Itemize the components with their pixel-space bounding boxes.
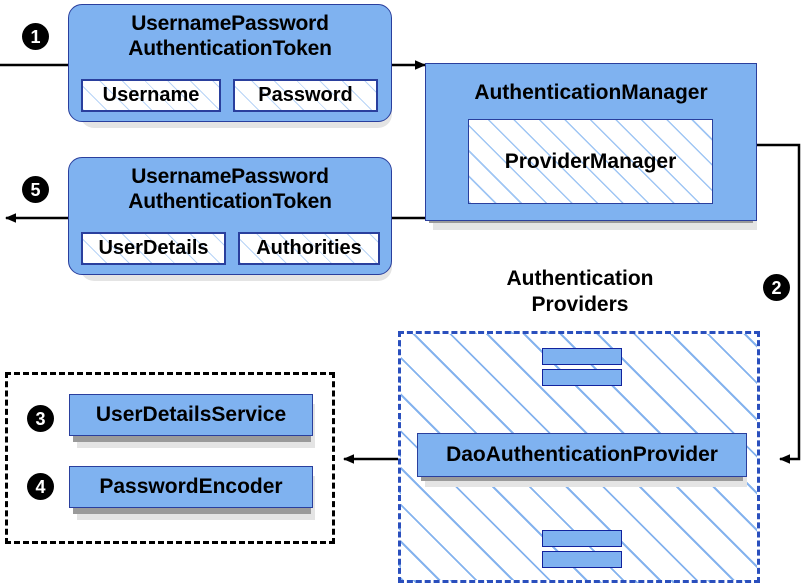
request-token-field-password: Password <box>233 79 378 112</box>
authentication-providers-caption-line2: Providers <box>531 293 629 316</box>
request-token-box: UsernamePassword AuthenticationToken Use… <box>68 4 392 122</box>
dao-authentication-provider-box: DaoAuthenticationProvider <box>417 433 747 477</box>
provider-manager-box: ProviderManager <box>468 119 713 204</box>
authentication-manager-box: AuthenticationManager ProviderManager <box>425 63 757 221</box>
passwordencoder-box: PasswordEncoder <box>69 466 313 508</box>
provider-bar-bottom-1 <box>542 530 622 547</box>
request-token-title-line1: UsernamePassword <box>131 12 329 35</box>
marker-step-2: 2 <box>763 274 790 301</box>
marker-step-4: 4 <box>27 473 54 500</box>
response-token-field-authorities: Authorities <box>238 232 380 265</box>
services-container <box>5 372 335 544</box>
authentication-manager-title: AuthenticationManager <box>474 81 708 104</box>
marker-step-3: 3 <box>27 405 54 432</box>
request-token-title-line2: AuthenticationToken <box>128 37 332 60</box>
authentication-providers-caption: Authentication Providers <box>470 266 690 318</box>
userdetailsservice-box: UserDetailsService <box>69 394 313 436</box>
arrow-step-2 <box>757 143 801 464</box>
request-token-field-username: Username <box>81 79 221 112</box>
authentication-providers-caption-line1: Authentication <box>506 267 654 290</box>
response-token-box: UsernamePassword AuthenticationToken Use… <box>68 157 392 275</box>
response-token-field-userdetails: UserDetails <box>81 232 226 265</box>
response-token-title-line2: AuthenticationToken <box>128 190 332 213</box>
provider-bar-top-2 <box>542 369 622 386</box>
marker-step-1: 1 <box>22 23 49 50</box>
marker-step-5: 5 <box>22 176 49 203</box>
response-token-title-line1: UsernamePassword <box>131 165 329 188</box>
provider-bar-bottom-2 <box>542 551 622 568</box>
provider-bar-top-1 <box>542 348 622 365</box>
